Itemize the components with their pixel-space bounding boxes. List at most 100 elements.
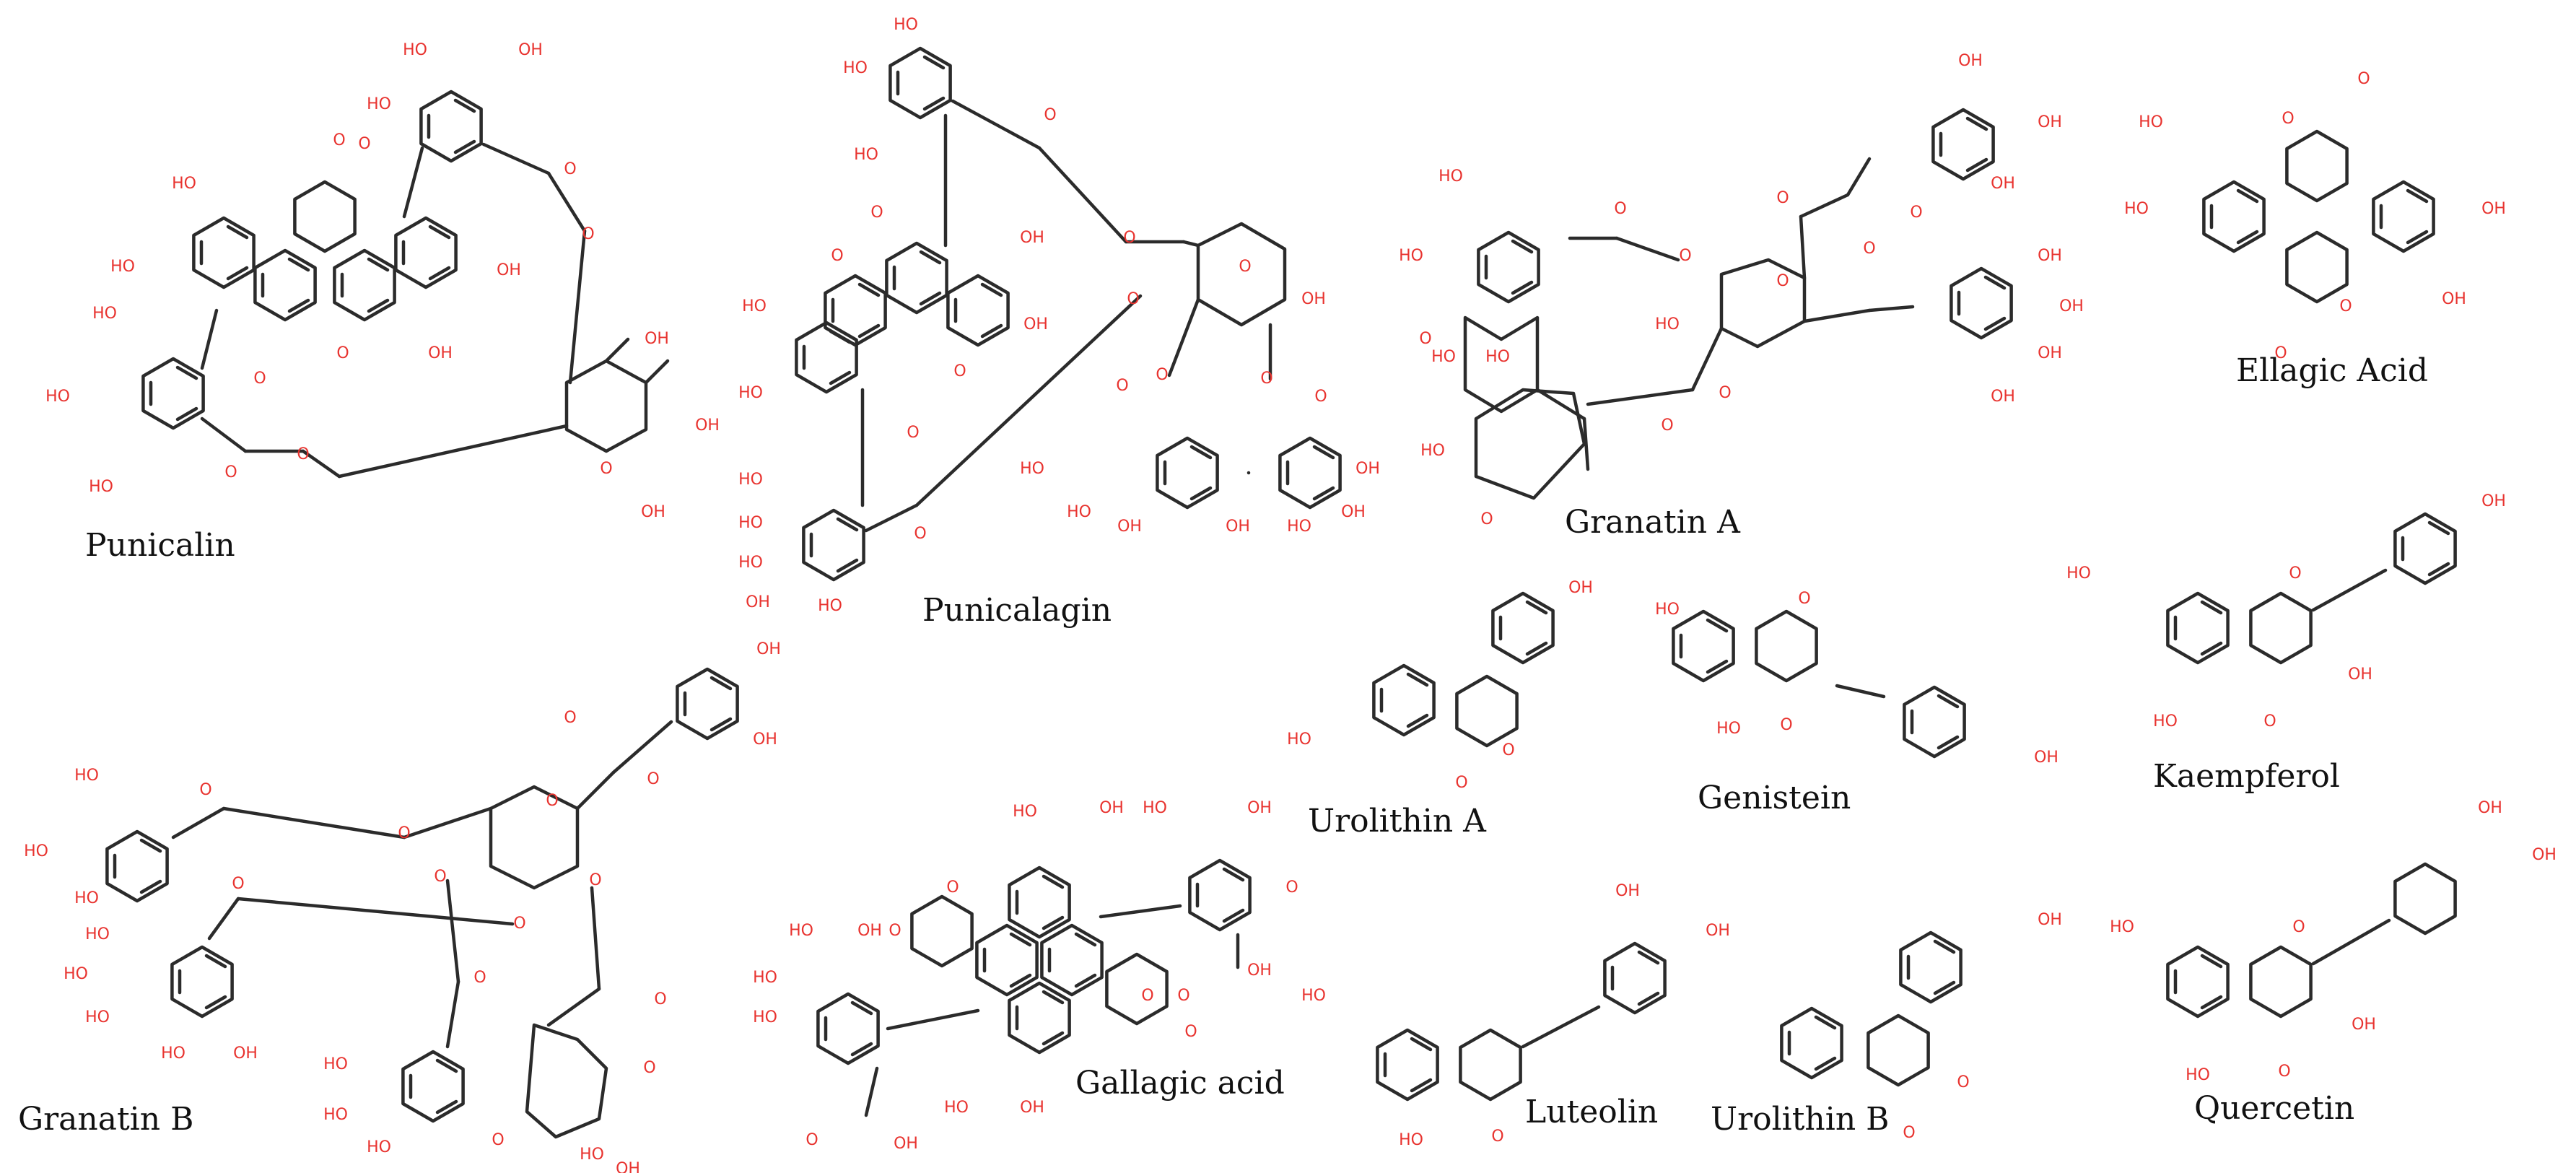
svg-text:OH: OH	[1341, 503, 1366, 521]
ellagic-acid-structure: HO O O HO OH O O OH	[2124, 70, 2506, 362]
svg-text:HO: HO	[1420, 442, 1445, 460]
svg-text:HO: HO	[1399, 1131, 1423, 1149]
svg-text:OH: OH	[497, 261, 521, 279]
svg-text:OH: OH	[233, 1045, 258, 1063]
svg-text:OH: OH	[695, 417, 720, 435]
svg-text:O: O	[1116, 377, 1128, 395]
svg-text:HO: HO	[738, 384, 763, 402]
svg-text:OH: OH	[641, 503, 665, 521]
compound-label-granatin-b: Granatin B	[18, 1101, 193, 1138]
svg-text:O: O	[643, 1059, 655, 1077]
svg-text:OH: OH	[1615, 882, 1640, 900]
svg-text:O: O	[2282, 110, 2294, 128]
urolithin-b-structure: OH O O	[1781, 911, 2062, 1142]
svg-text:HO: HO	[944, 1099, 969, 1117]
svg-text:O: O	[492, 1131, 504, 1149]
svg-text:O: O	[1141, 987, 1153, 1005]
svg-text:HO: HO	[738, 554, 763, 572]
svg-text:O: O	[1239, 258, 1251, 276]
svg-text:HO: HO	[85, 925, 110, 943]
svg-text:HO: HO	[1287, 731, 1311, 749]
svg-text:O: O	[564, 709, 576, 727]
svg-text:OH: OH	[616, 1160, 640, 1173]
punicalin-structure: HO OH HO O O O O HO HO OH O O OH HO HO H…	[45, 41, 720, 521]
svg-text:OH: OH	[2478, 799, 2502, 817]
svg-text:HO: HO	[1020, 460, 1044, 478]
luteolin-structure: OH OH HO HO O	[1301, 882, 1730, 1149]
compound-label-quercetin: Quercetin	[2194, 1090, 2354, 1127]
svg-text:HO: HO	[367, 95, 391, 113]
urolithin-a-structure: OH HO O O	[1287, 579, 1593, 792]
svg-text:HO: HO	[742, 297, 767, 315]
svg-text:OH: OH	[2034, 749, 2058, 767]
svg-text:O: O	[1044, 106, 1056, 124]
svg-text:HO: HO	[1431, 348, 1456, 366]
svg-text:HO: HO	[161, 1045, 185, 1063]
svg-text:OH: OH	[2348, 666, 2372, 684]
svg-text:O: O	[1177, 987, 1189, 1005]
svg-text:O: O	[1719, 384, 1731, 402]
svg-text:HO: HO	[580, 1146, 604, 1164]
svg-text:HO: HO	[753, 1008, 777, 1026]
svg-text:O: O	[1455, 774, 1467, 792]
svg-text:O: O	[914, 525, 926, 543]
compound-label-gallagic-acid: Gallagic acid	[1075, 1065, 1285, 1102]
gallagic-acid-structure: HO OH HO OH O O HO OH O O O OH O HO HO H…	[753, 799, 1298, 1153]
svg-text:HO: HO	[1716, 720, 1741, 738]
svg-text:O: O	[1780, 716, 1792, 734]
svg-text:HO: HO	[110, 258, 135, 276]
svg-text:O: O	[336, 344, 349, 362]
svg-text:O: O	[647, 770, 659, 788]
svg-text:OH: OH	[1020, 229, 1044, 247]
svg-text:OH: OH	[1226, 518, 1250, 536]
svg-text:O: O	[2292, 918, 2305, 936]
svg-text:HO: HO	[843, 59, 868, 77]
svg-text:OH: OH	[2059, 297, 2084, 315]
svg-text:HO: HO	[2153, 712, 2178, 731]
compound-label-punicalagin: Punicalagin	[922, 592, 1112, 629]
svg-text:HO: HO	[1399, 247, 1423, 265]
svg-text:O: O	[297, 445, 309, 463]
svg-text:O: O	[2274, 344, 2287, 362]
svg-text:HO: HO	[2186, 1066, 2210, 1084]
svg-text:O: O	[1863, 240, 1875, 258]
svg-text:HO: HO	[1438, 167, 1463, 186]
svg-text:HO: HO	[738, 471, 763, 489]
svg-text:O: O	[589, 871, 601, 889]
svg-text:O: O	[582, 225, 594, 243]
svg-text:O: O	[1491, 1128, 1503, 1146]
svg-text:O: O	[600, 460, 612, 478]
svg-text:O: O	[1679, 247, 1691, 265]
svg-text:O: O	[1776, 272, 1789, 290]
svg-text:HO: HO	[1301, 987, 1326, 1005]
svg-text:HO: HO	[1067, 503, 1091, 521]
svg-text:OH: OH	[1020, 1099, 1044, 1117]
compound-label-luteolin: Luteolin	[1525, 1094, 1658, 1130]
svg-text:O: O	[513, 915, 525, 933]
svg-text:O: O	[232, 875, 244, 893]
svg-text:O: O	[953, 362, 966, 380]
svg-text:HO: HO	[789, 922, 813, 940]
compound-label-ellagic-acid: Ellagic Acid	[2236, 352, 2428, 389]
svg-text:HO: HO	[74, 889, 99, 907]
svg-text:O: O	[888, 922, 901, 940]
svg-text:O: O	[1903, 1124, 1915, 1142]
svg-text:HO: HO	[45, 388, 70, 406]
granatin-a-structure: HO HO O HO HO HO O O O HO O O O O O OH O…	[1399, 52, 2084, 528]
svg-text:HO: HO	[2139, 113, 2163, 131]
svg-text:O: O	[564, 160, 576, 178]
svg-text:HO: HO	[738, 514, 763, 532]
svg-text:OH: OH	[753, 731, 777, 749]
svg-text:HO: HO	[818, 597, 842, 615]
svg-text:HO: HO	[89, 478, 113, 496]
svg-text:O: O	[1661, 417, 1673, 435]
svg-text:OH: OH	[894, 1135, 918, 1153]
svg-text:OH: OH	[1247, 961, 1272, 980]
svg-text:O: O	[358, 135, 370, 153]
svg-text:HO: HO	[1655, 315, 1680, 333]
svg-text:OH: OH	[2038, 344, 2062, 362]
svg-text:O: O	[1260, 370, 1272, 388]
svg-text:HO: HO	[323, 1055, 348, 1073]
svg-text:O: O	[831, 247, 843, 265]
